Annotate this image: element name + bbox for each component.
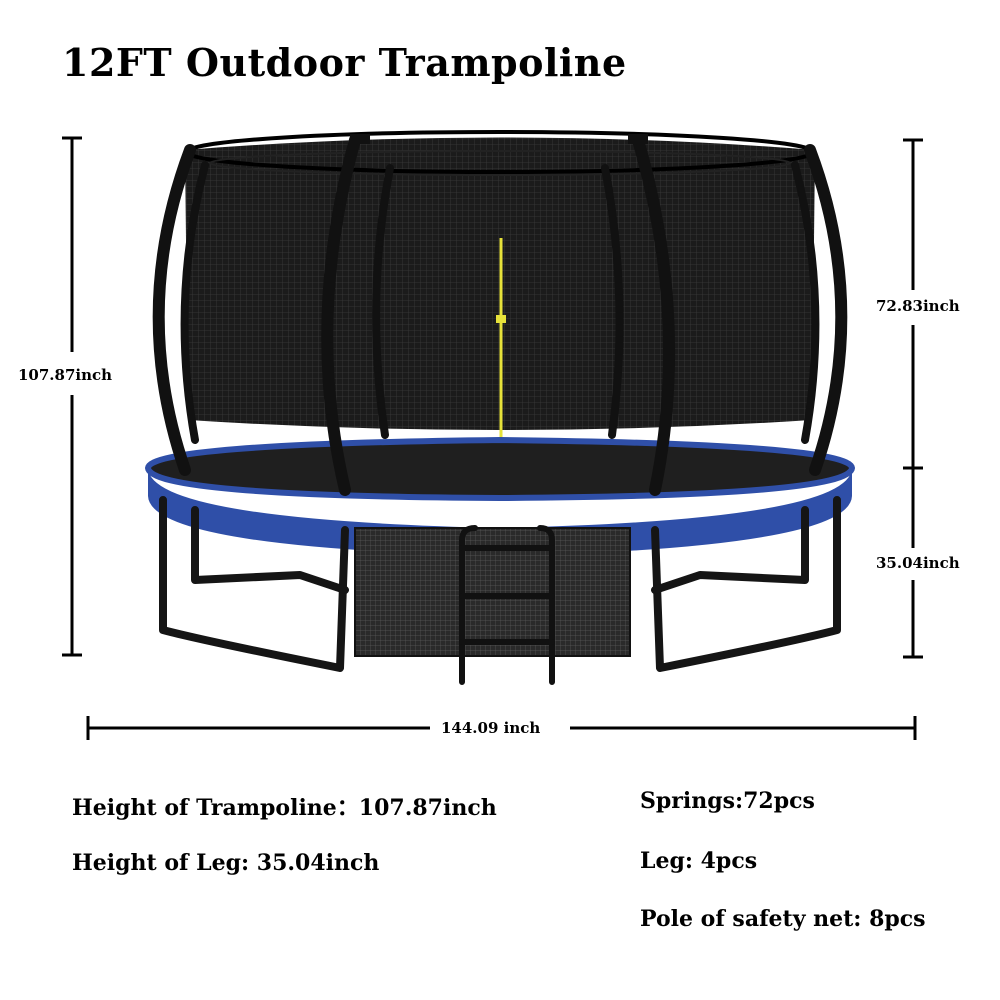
safety-pad bbox=[144, 436, 856, 556]
leg-height-label: 35.04inch bbox=[876, 554, 960, 572]
diameter-label: 144.09 inch bbox=[441, 719, 541, 737]
spec-safety-net-poles: Pole of safety net: 8pcs bbox=[640, 906, 926, 932]
pole-caps bbox=[350, 134, 648, 144]
spec-height-of-leg: Height of Leg: 35.04inch bbox=[72, 850, 380, 876]
ladder bbox=[459, 525, 555, 685]
leg-height-dimension-line bbox=[903, 468, 923, 659]
total-height-dimension-line bbox=[62, 136, 82, 657]
trampoline-legs bbox=[159, 496, 841, 672]
spec-springs: Springs:72pcs bbox=[640, 788, 815, 814]
spec-legs: Leg: 4pcs bbox=[640, 848, 758, 874]
net-height-label: 72.83inch bbox=[876, 297, 960, 315]
net-height-dimension-line bbox=[903, 138, 923, 470]
spec-height-of-trampoline: Height of Trampoline：107.87inch bbox=[72, 795, 497, 821]
page-title: 12FT Outdoor Trampoline bbox=[62, 40, 627, 85]
diameter-dimension-line bbox=[86, 716, 917, 740]
total-height-label: 107.87inch bbox=[18, 366, 113, 384]
net-poles bbox=[152, 134, 848, 496]
